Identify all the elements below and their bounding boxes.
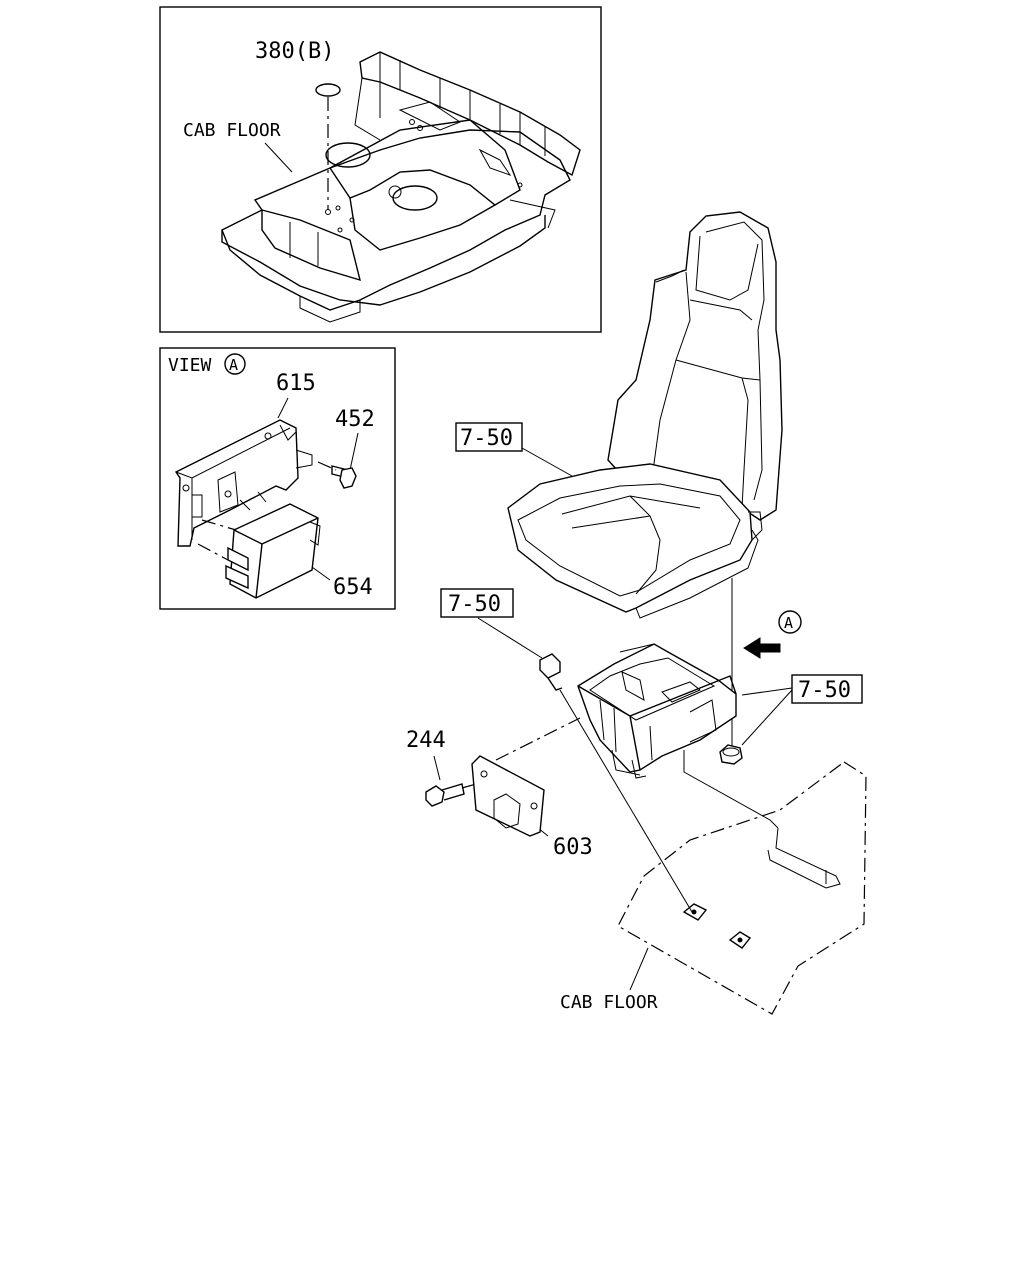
part-label-452: 452 — [335, 407, 375, 432]
view-label: VIEW — [168, 355, 212, 376]
bolt-244-icon — [425, 779, 491, 807]
seat-base-drawing — [577, 643, 737, 779]
view-a-arrow: A — [743, 610, 802, 659]
bracket-615-drawing — [174, 419, 313, 547]
cab-floor-top-drawing — [221, 51, 581, 323]
part-label-380b: 380(B) — [255, 39, 334, 64]
view-a-arrow-circle-icon — [778, 610, 802, 634]
view-direction-arrow-icon — [743, 637, 781, 659]
part-label-615: 615 — [276, 371, 316, 396]
cover-603-drawing — [471, 717, 581, 837]
cab-floor-bottom-drawing — [617, 750, 867, 1015]
ref-label-nut: 7-50 — [798, 678, 851, 703]
inset-frame-top — [159, 6, 602, 333]
ref-box-nut — [791, 674, 863, 704]
inset-cab-floor-overview: 380(B) CAB FLOOR — [159, 6, 602, 333]
ref-label-bolt: 7-50 — [448, 592, 501, 617]
bolt-452-icon — [317, 461, 357, 489]
cab-floor-label-top: CAB FLOOR — [183, 120, 281, 141]
control-unit-654-drawing — [197, 503, 321, 599]
ref-box-bolt — [440, 588, 514, 618]
inset-frame-view — [159, 347, 396, 610]
view-a-arrow-marker: A — [784, 614, 793, 632]
view-a-marker: A — [229, 356, 238, 374]
bolt-7-50-icon — [539, 653, 693, 913]
view-a-circle-icon — [224, 353, 246, 375]
inset-view-a: VIEW A 615 452 654 — [159, 347, 396, 610]
part-label-654: 654 — [333, 575, 373, 600]
nut-7-50-icon — [719, 744, 743, 765]
plug-380b-icon — [315, 83, 341, 97]
part-label-244: 244 — [406, 728, 446, 753]
seat-7-50-drawing — [507, 211, 783, 748]
ref-label-seat: 7-50 — [460, 426, 513, 451]
part-label-603: 603 — [553, 835, 593, 860]
ref-box-seat — [455, 422, 523, 452]
cab-floor-label-bottom: CAB FLOOR — [560, 992, 658, 1013]
